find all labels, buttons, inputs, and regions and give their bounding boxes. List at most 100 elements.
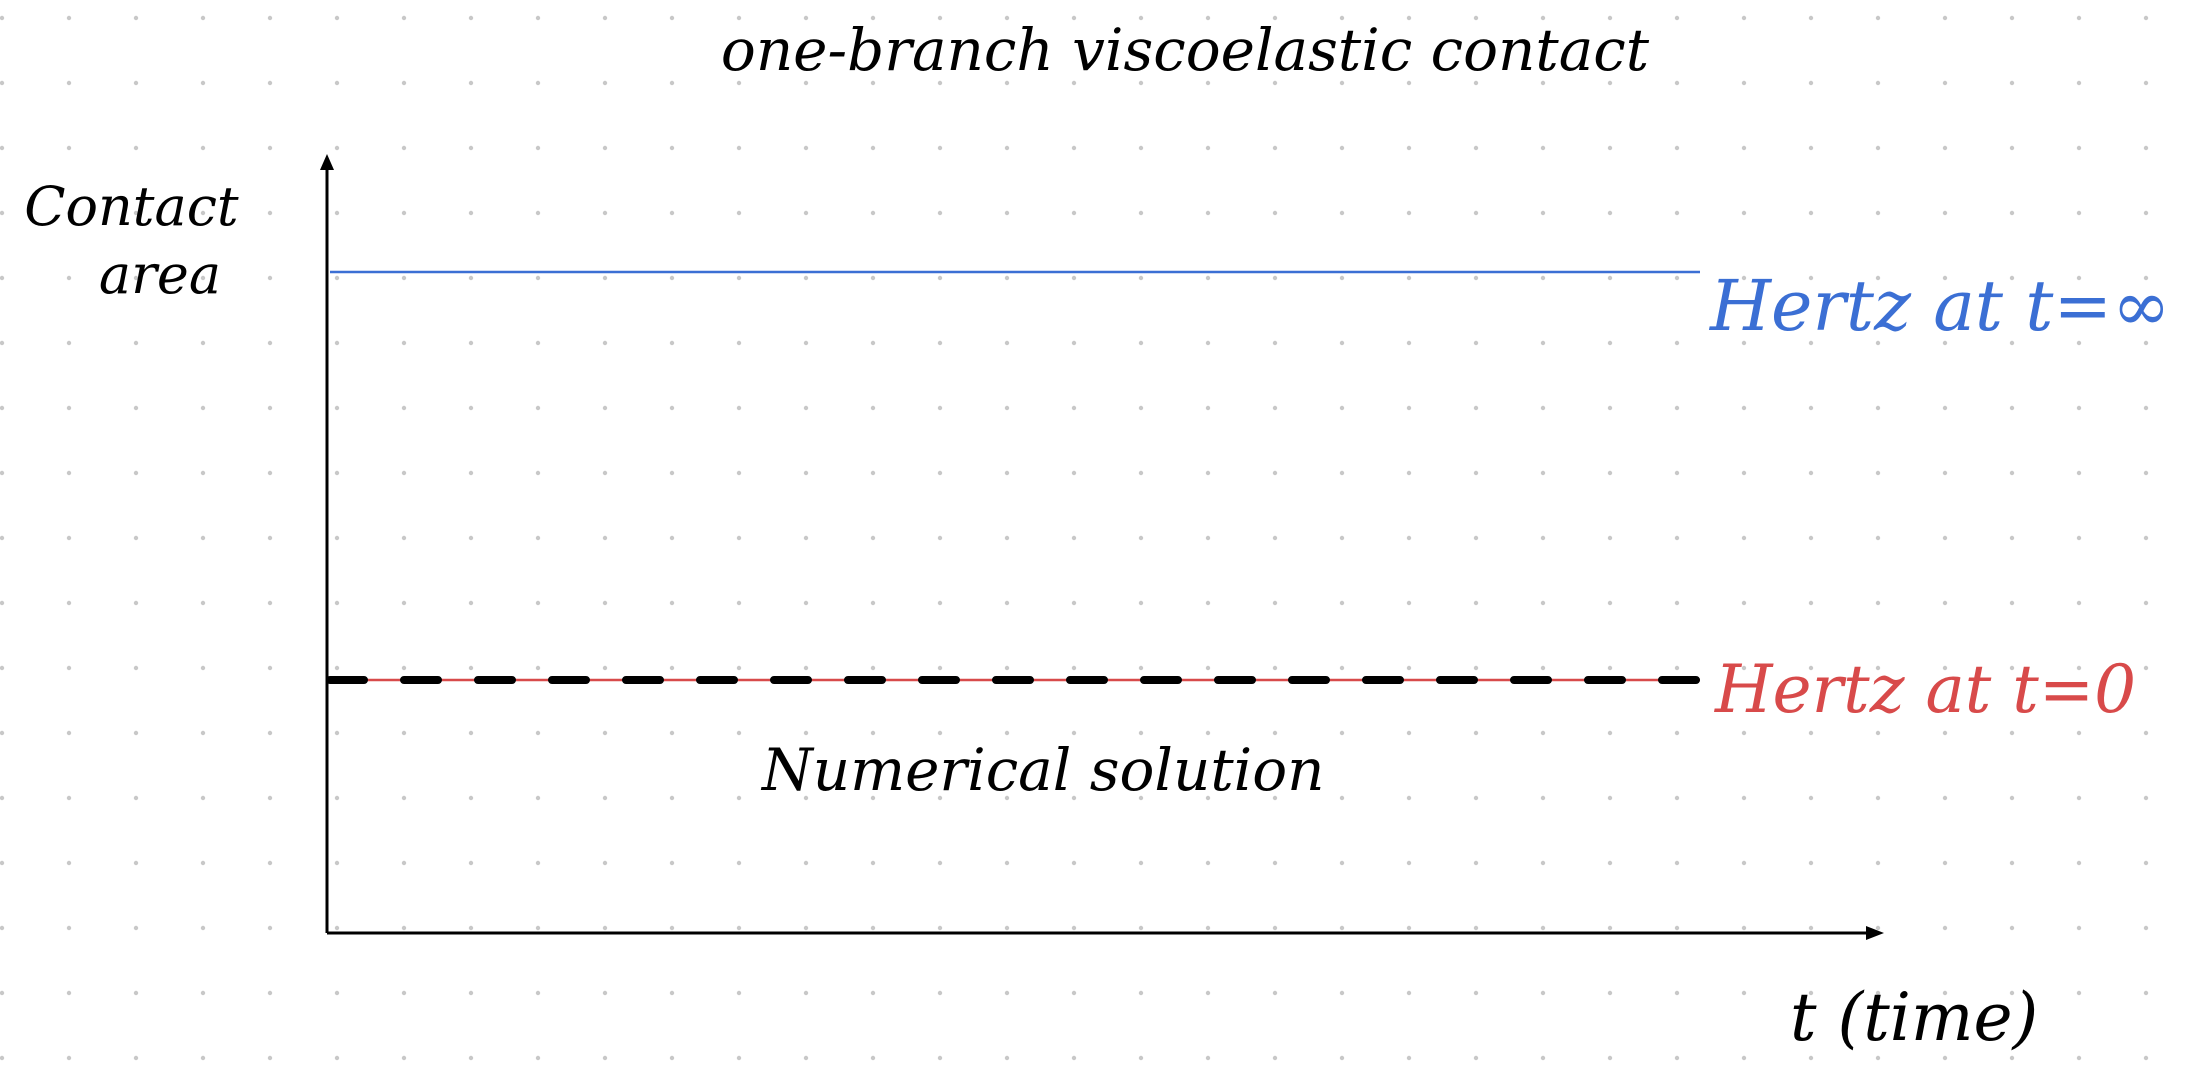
grid-dot: [736, 145, 742, 151]
grid-dot: [401, 340, 407, 346]
grid-dot: [2076, 730, 2082, 736]
grid-dot: [1607, 535, 1613, 541]
grid-dot: [535, 15, 541, 21]
grid-dot: [468, 665, 474, 671]
grid-dot: [1808, 535, 1814, 541]
grid-dot: [401, 210, 407, 216]
grid-dot: [736, 730, 742, 736]
grid-dot: [1071, 340, 1077, 346]
grid-dot: [803, 275, 809, 281]
grid-dot: [870, 15, 876, 21]
grid-dot: [1339, 860, 1345, 866]
grid-dot: [1071, 470, 1077, 476]
grid-dot: [1138, 405, 1144, 411]
grid-dot: [1004, 535, 1010, 541]
grid-dot: [1674, 990, 1680, 996]
grid-dot: [468, 145, 474, 151]
grid-dot: [1674, 210, 1680, 216]
grid-dot: [1942, 1055, 1948, 1061]
grid-dot: [267, 665, 273, 671]
grid-dot: [1272, 145, 1278, 151]
grid-dot: [2143, 275, 2149, 281]
y-axis-label-line-1: Contact: [24, 175, 239, 238]
y-axis-label: Contact area: [24, 175, 256, 306]
grid-dot: [66, 730, 72, 736]
grid-dot: [1138, 730, 1144, 736]
grid-dot: [1607, 860, 1613, 866]
grid-dot: [1607, 470, 1613, 476]
grid-dot: [334, 405, 340, 411]
grid-dot: [1004, 730, 1010, 736]
grid-dot: [803, 535, 809, 541]
grid-dot: [803, 405, 809, 411]
grid-dot: [1205, 145, 1211, 151]
grid-dot: [535, 860, 541, 866]
grid-dot: [1272, 730, 1278, 736]
grid-dot: [66, 795, 72, 801]
grid-dot: [1875, 600, 1881, 606]
grid-dot: [1339, 665, 1345, 671]
grid-dot: [1607, 145, 1613, 151]
grid-dot: [602, 210, 608, 216]
grid-dot: [1004, 405, 1010, 411]
grid-dot: [0, 145, 5, 151]
grid-dot: [66, 600, 72, 606]
grid-dot: [736, 990, 742, 996]
grid-dot: [66, 15, 72, 21]
grid-dot: [334, 990, 340, 996]
grid-dot: [1272, 210, 1278, 216]
grid-dot: [133, 925, 139, 931]
grid-dot: [803, 80, 809, 86]
grid-dot: [1741, 145, 1747, 151]
series-label-hertz-zero: Hertz at t=0: [1714, 651, 2136, 728]
grid-dot: [2009, 795, 2015, 801]
grid-dot: [1942, 340, 1948, 346]
grid-dot: [2076, 1055, 2082, 1061]
grid-dot: [334, 665, 340, 671]
grid-dot: [803, 15, 809, 21]
grid-dot: [1607, 600, 1613, 606]
grid-dot: [669, 210, 675, 216]
grid-dot: [133, 15, 139, 21]
grid-dot: [267, 80, 273, 86]
grid-dot: [1808, 470, 1814, 476]
grid-dot: [1942, 535, 1948, 541]
grid-dot: [1272, 275, 1278, 281]
grid-dot: [1942, 665, 1948, 671]
grid-dot: [267, 15, 273, 21]
grid-dot: [2076, 535, 2082, 541]
grid-dot: [2009, 80, 2015, 86]
grid-dot: [1205, 340, 1211, 346]
grid-dot: [1071, 405, 1077, 411]
grid-dot: [937, 210, 943, 216]
grid-dot: [937, 470, 943, 476]
grid-dot: [669, 80, 675, 86]
grid-dot: [1406, 860, 1412, 866]
grid-dot: [1205, 470, 1211, 476]
grid-dot: [736, 925, 742, 931]
grid-dot: [1674, 535, 1680, 541]
grid-dot: [1205, 860, 1211, 866]
grid-dot: [468, 15, 474, 21]
grid-dot: [200, 730, 206, 736]
grid-dot: [200, 795, 206, 801]
grid-dot: [2143, 730, 2149, 736]
grid-dot: [1808, 80, 1814, 86]
grid-dot: [401, 80, 407, 86]
grid-dot: [1339, 1055, 1345, 1061]
grid-dot: [0, 535, 5, 541]
grid-dot: [1607, 925, 1613, 931]
grid-dot: [2009, 405, 2015, 411]
grid-dot: [267, 275, 273, 281]
grid-dot: [602, 405, 608, 411]
grid-dot: [1138, 80, 1144, 86]
grid-dot: [1741, 340, 1747, 346]
grid-dot: [0, 405, 5, 411]
grid-dot: [1875, 860, 1881, 866]
grid-dot: [1674, 470, 1680, 476]
grid-dot: [1205, 535, 1211, 541]
grid-dot: [2143, 145, 2149, 151]
grid-dot: [1406, 925, 1412, 931]
grid-dot: [535, 80, 541, 86]
grid-dot: [1138, 925, 1144, 931]
